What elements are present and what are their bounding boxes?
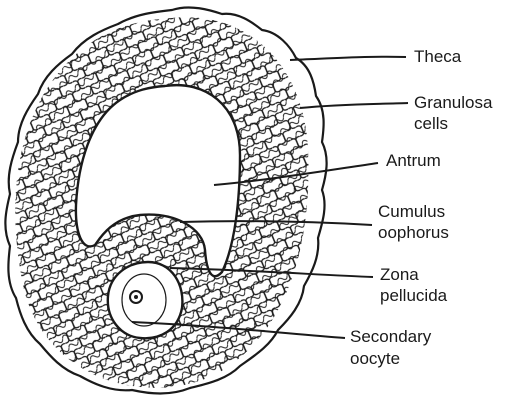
leader-granulosa	[300, 103, 408, 108]
label-zona-line1: Zona	[380, 264, 419, 285]
label-cumulus-line2: oophorus	[378, 222, 449, 243]
leader-theca	[290, 57, 406, 60]
secondary-oocyte	[122, 274, 166, 326]
label-granulosa-line1: Granulosa	[414, 92, 492, 113]
label-granulosa-line2: cells	[414, 113, 448, 134]
label-zona-line2: pellucida	[380, 285, 447, 306]
label-theca: Theca	[414, 46, 461, 67]
oocyte-nucleolus	[134, 295, 138, 299]
label-oocyte-line2: oocyte	[350, 348, 400, 369]
label-antrum: Antrum	[386, 150, 441, 171]
label-oocyte-line1: Secondary	[350, 326, 431, 347]
label-cumulus-line1: Cumulus	[378, 201, 445, 222]
